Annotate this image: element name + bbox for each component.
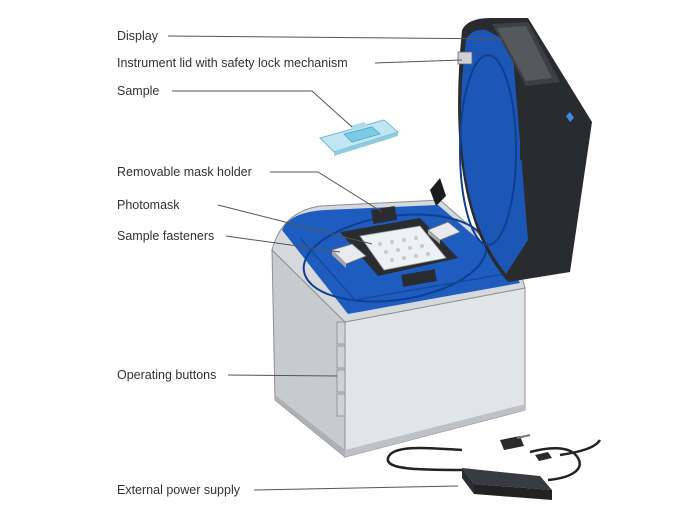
leader-lines <box>167 35 511 491</box>
label-instrument-lid: Instrument lid with safety lock mechanis… <box>117 56 348 70</box>
leader-fasteners <box>225 235 341 253</box>
label-removable-mask-holder: Removable mask holder <box>117 165 252 179</box>
leader-sample <box>172 90 353 128</box>
leader-lid <box>374 59 463 64</box>
label-external-power-supply: External power supply <box>117 483 240 497</box>
label-operating-buttons: Operating buttons <box>117 368 217 382</box>
label-sample: Sample <box>117 84 160 98</box>
sample-slide-icon <box>319 119 400 156</box>
leader-buttons <box>227 374 338 377</box>
power-supply-icon <box>386 434 602 500</box>
operating-buttons-icon <box>336 321 346 417</box>
sample-fastener-icon <box>331 221 461 268</box>
instrument-lid <box>430 18 592 282</box>
label-display: Display <box>117 29 158 43</box>
display-icon <box>492 22 560 86</box>
leader-display <box>167 35 511 40</box>
leader-mask-holder <box>270 171 383 213</box>
leader-power <box>253 485 459 491</box>
label-sample-fasteners: Sample fasteners <box>117 229 215 243</box>
leader-photomask <box>217 204 373 245</box>
label-photomask: Photomask <box>117 198 180 212</box>
photomask-icon <box>359 225 447 271</box>
